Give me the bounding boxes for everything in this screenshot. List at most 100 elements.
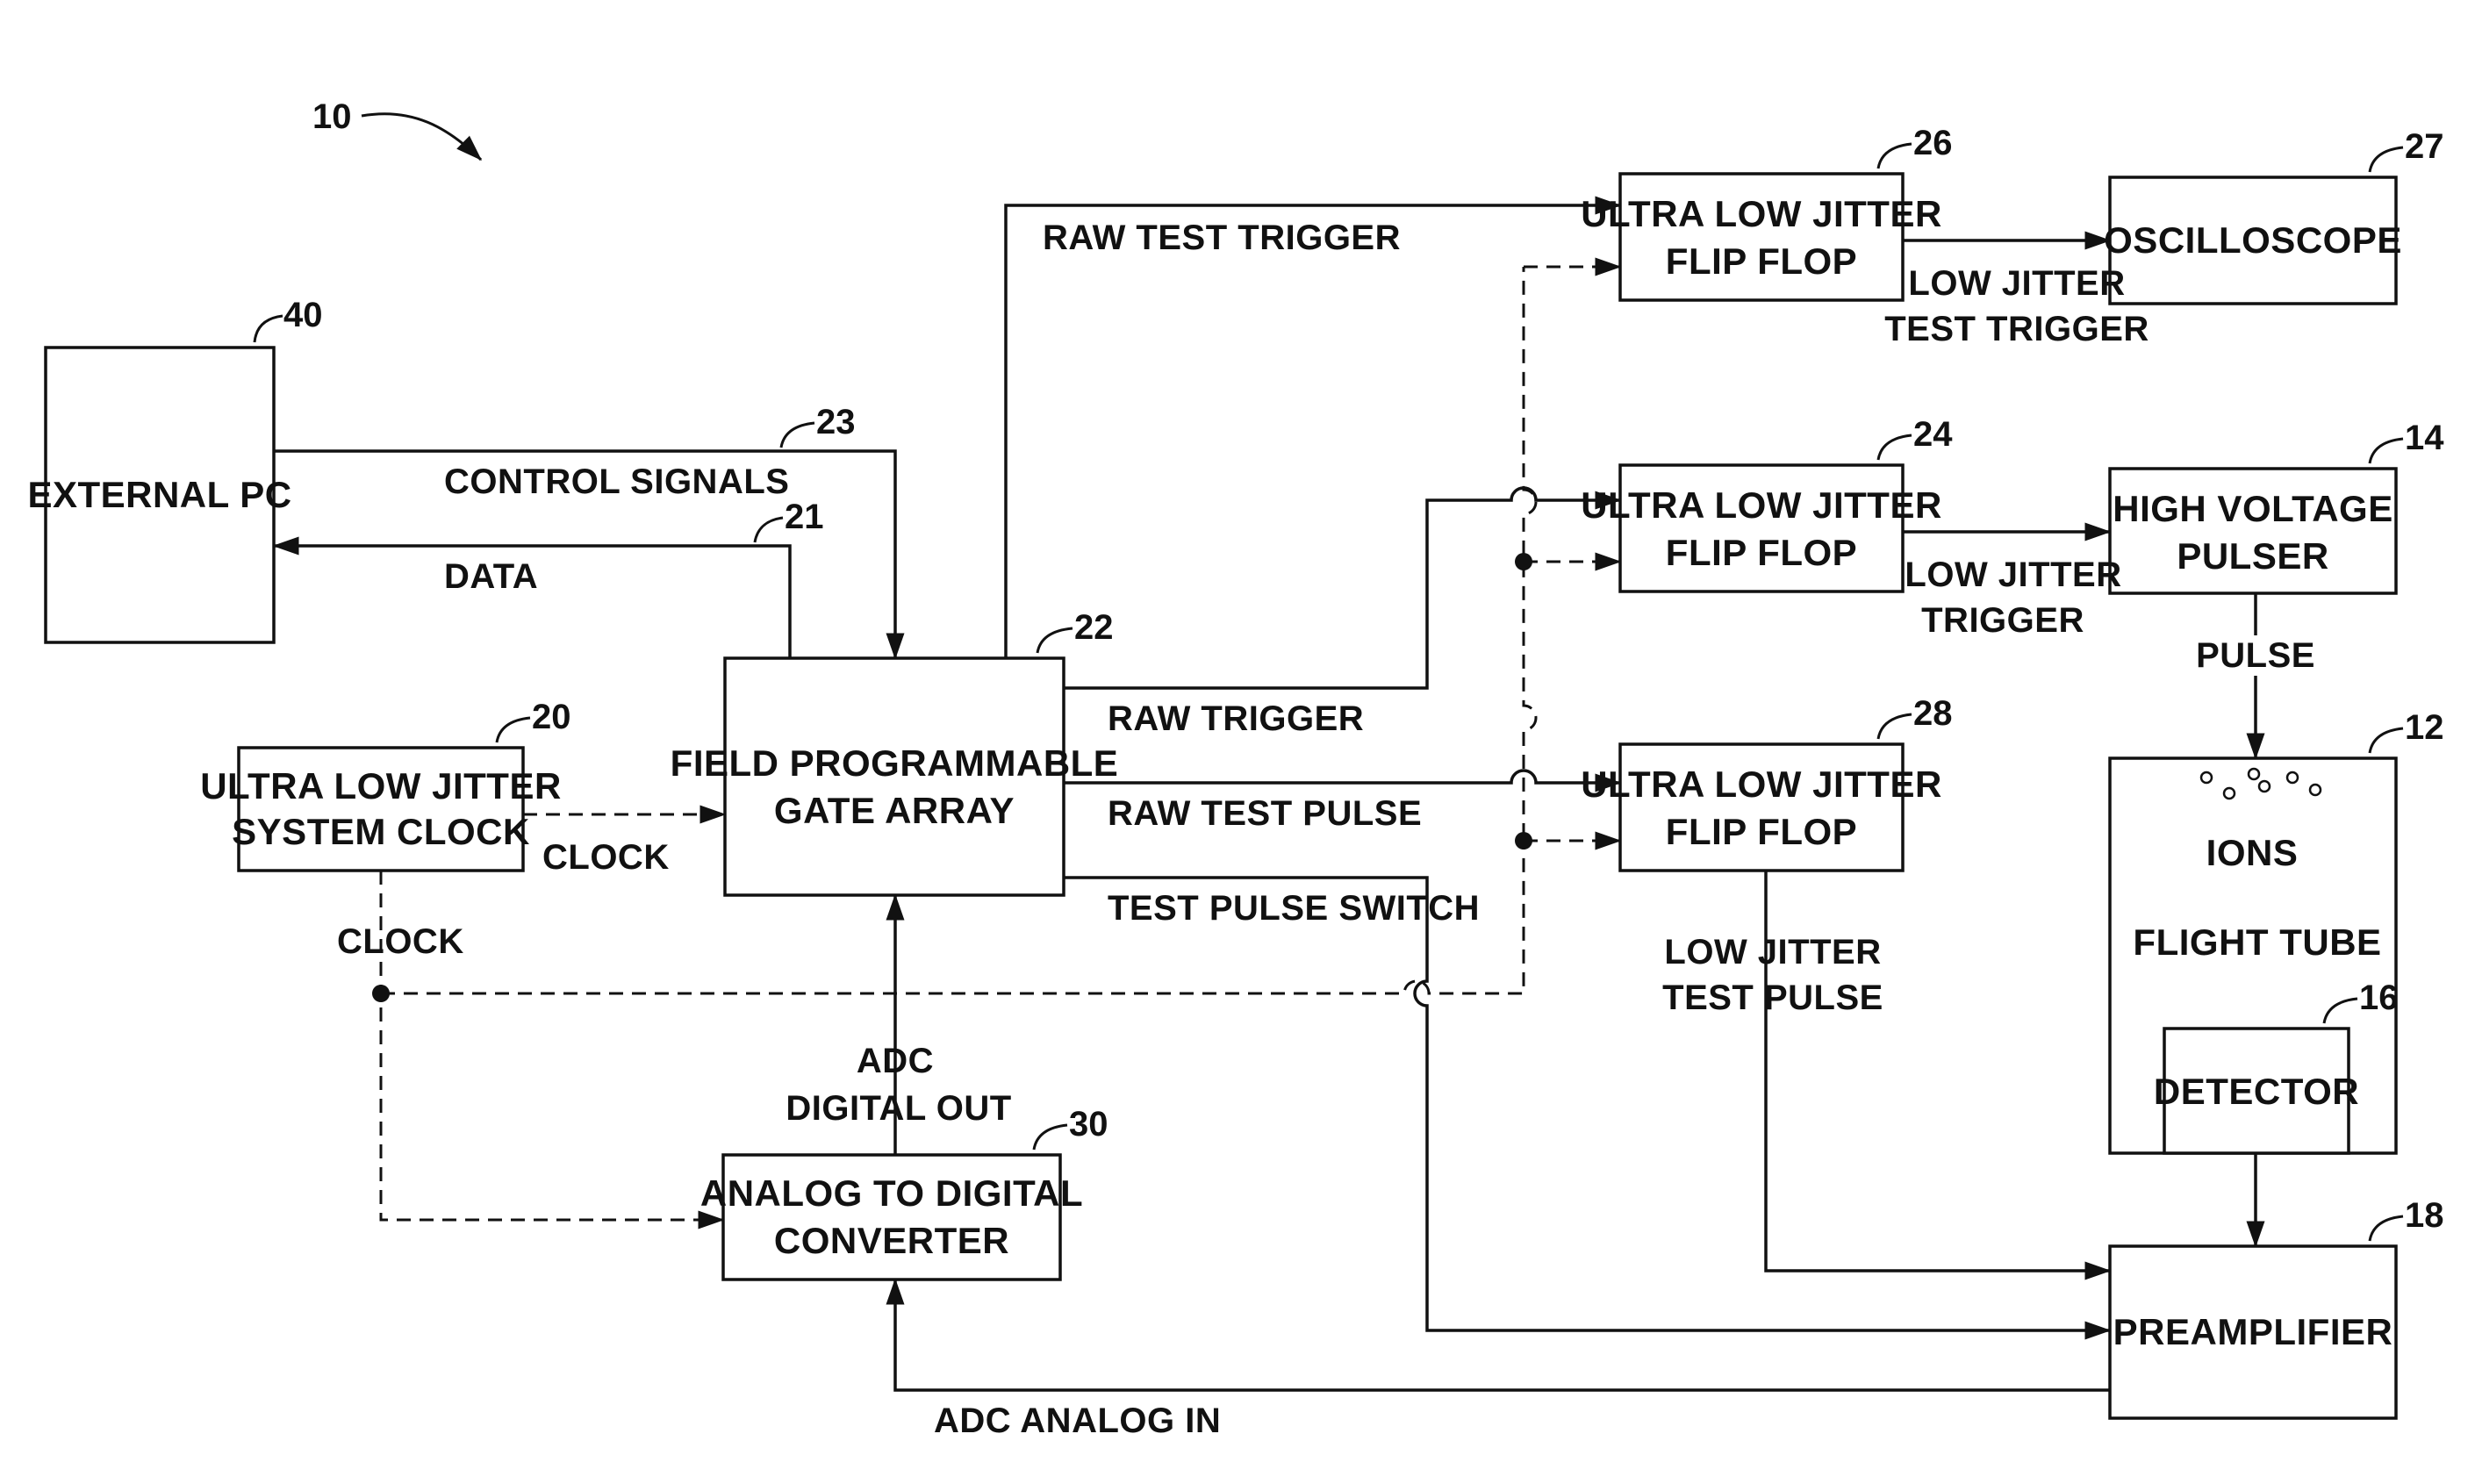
- preamplifier-ref: 18: [2405, 1196, 2444, 1235]
- figure-ref-arrow: [362, 114, 481, 160]
- flight-tube-block: IONS FLIGHT TUBE 12 DETECTOR 16: [2110, 708, 2444, 1153]
- raw-test-trigger-line: [1006, 205, 1620, 658]
- system-clock-block: ULTRA LOW JITTER SYSTEM CLOCK 20: [200, 698, 570, 871]
- control-signals-label: CONTROL SIGNALS: [444, 462, 789, 501]
- adc-analog-in-label: ADC ANALOG IN: [934, 1402, 1221, 1440]
- low-jitter-test-pulse-line: [1766, 871, 2110, 1271]
- system-clock-ref: 20: [532, 698, 571, 736]
- high-voltage-pulser-ref: 14: [2405, 419, 2444, 457]
- data-ref: 21: [785, 498, 824, 536]
- pulse-connection: PULSE: [2196, 593, 2315, 758]
- raw-trigger-line: [1064, 488, 1620, 688]
- low-jitter-test-trigger-label-line-1: LOW JITTER: [1908, 264, 2125, 303]
- flipflop-28-ref-leader: [1878, 714, 1912, 739]
- high-voltage-pulser-block: HIGH VOLTAGE PULSER 14: [2110, 419, 2444, 593]
- low-jitter-trigger-connection: LOW JITTER TRIGGER: [1903, 532, 2122, 640]
- low-jitter-test-pulse-connection: LOW JITTER TEST PULSE: [1662, 871, 2110, 1271]
- flipflop-26-label-line-1: ULTRA LOW JITTER: [1581, 193, 1942, 234]
- adc-analog-in-connection: ADC ANALOG IN: [895, 1280, 2110, 1440]
- high-voltage-pulser-label-line-1: HIGH VOLTAGE: [2113, 488, 2392, 529]
- clock-junction-dot: [372, 985, 390, 1002]
- raw-test-pulse-line: [1064, 771, 1620, 783]
- flipflop-28-label-line-1: ULTRA LOW JITTER: [1581, 764, 1942, 805]
- figure-ref-number: 10: [312, 97, 352, 136]
- low-jitter-test-pulse-label-line-2: TEST PULSE: [1662, 979, 1883, 1017]
- clock-to-fpga-label: CLOCK: [542, 838, 670, 877]
- flipflop-24-ref: 24: [1913, 415, 1953, 454]
- flipflop-24-ref-leader: [1878, 435, 1912, 460]
- clock-distribution-label: CLOCK: [337, 922, 464, 961]
- flight-tube-label: FLIGHT TUBE: [2133, 921, 2381, 963]
- flight-tube-ref-leader: [2370, 728, 2403, 753]
- oscilloscope-label: OSCILLOSCOPE: [2104, 219, 2402, 261]
- raw-test-pulse-label: RAW TEST PULSE: [1108, 794, 1422, 833]
- pulse-label: PULSE: [2196, 636, 2315, 675]
- adc-digital-out-label-line-2: DIGITAL OUT: [786, 1089, 1011, 1128]
- external-pc-ref: 40: [283, 296, 323, 334]
- flipflop-26-ref-leader: [1878, 144, 1912, 168]
- flipflop-24-label-line-1: ULTRA LOW JITTER: [1581, 484, 1942, 526]
- fpga-label-line-2: GATE ARRAY: [774, 790, 1015, 831]
- preamplifier-ref-leader: [2370, 1216, 2403, 1241]
- clock-junction-dot-28: [1515, 832, 1532, 850]
- flight-tube-ref: 12: [2405, 708, 2444, 747]
- system-clock-label-line-2: SYSTEM CLOCK: [232, 811, 530, 852]
- raw-test-trigger-label: RAW TEST TRIGGER: [1043, 219, 1401, 257]
- clock-vertical-line: [1524, 267, 1536, 837]
- fpga-label-line-1: FIELD PROGRAMMABLE: [671, 742, 1119, 784]
- control-signals-ref: 23: [816, 403, 856, 441]
- fpga-ref: 22: [1074, 608, 1114, 647]
- high-voltage-pulser-ref-leader: [2370, 439, 2403, 463]
- preamplifier-block: PREAMPLIFIER 18: [2110, 1196, 2444, 1418]
- clock-junction-dot-24: [1515, 553, 1532, 570]
- test-pulse-switch-connection: TEST PULSE SWITCH: [1064, 878, 2110, 1330]
- low-jitter-test-pulse-label-line-1: LOW JITTER: [1664, 933, 1881, 971]
- raw-trigger-connection: RAW TRIGGER: [1064, 488, 1620, 738]
- figure-reference: 10: [312, 97, 481, 160]
- oscilloscope-block: OSCILLOSCOPE 27: [2104, 127, 2443, 304]
- system-clock-label-line-1: ULTRA LOW JITTER: [200, 765, 562, 807]
- adc-ref: 30: [1069, 1105, 1108, 1143]
- adc-label-line-2: CONVERTER: [774, 1220, 1009, 1261]
- test-pulse-switch-label: TEST PULSE SWITCH: [1108, 889, 1480, 928]
- control-signals-ref-leader: [781, 423, 814, 448]
- flipflop-28-block: ULTRA LOW JITTER FLIP FLOP 28: [1581, 694, 1952, 871]
- raw-test-trigger-connection: RAW TEST TRIGGER: [1006, 205, 1620, 658]
- detector-ref: 16: [2359, 979, 2399, 1017]
- external-pc-label: EXTERNAL PC: [27, 474, 291, 515]
- flipflop-26-ref: 26: [1913, 124, 1953, 162]
- external-pc-block: EXTERNAL PC 40: [27, 296, 322, 642]
- adc-ref-leader: [1034, 1125, 1067, 1150]
- oscilloscope-ref: 27: [2405, 127, 2444, 166]
- flipflop-24-block: ULTRA LOW JITTER FLIP FLOP 24: [1581, 415, 1953, 591]
- adc-analog-in-line: [895, 1280, 2110, 1390]
- external-pc-ref-leader: [255, 316, 283, 342]
- preamplifier-label: PREAMPLIFIER: [2113, 1311, 2393, 1352]
- test-pulse-switch-line: [1064, 878, 2110, 1330]
- data-label: DATA: [444, 557, 538, 596]
- oscilloscope-ref-leader: [2370, 147, 2403, 172]
- flipflop-24-label-line-2: FLIP FLOP: [1666, 532, 1857, 573]
- flipflop-26-block: ULTRA LOW JITTER FLIP FLOP 26: [1581, 124, 1952, 300]
- data-connection: DATA 21: [274, 498, 824, 658]
- adc-block: ANALOG TO DIGITAL CONVERTER 30: [700, 1105, 1108, 1280]
- clock-to-fpga-connection: CLOCK: [523, 814, 725, 877]
- raw-trigger-label: RAW TRIGGER: [1108, 699, 1364, 738]
- raw-test-pulse-connection: RAW TEST PULSE: [1064, 771, 1620, 833]
- high-voltage-pulser-label-line-2: PULSER: [2177, 535, 2328, 577]
- adc-digital-out-label-line-1: ADC: [857, 1042, 934, 1080]
- flipflop-28-ref: 28: [1913, 694, 1953, 733]
- low-jitter-test-trigger-label-line-2: TEST TRIGGER: [1884, 310, 2149, 348]
- adc-digital-out-connection: ADC DIGITAL OUT: [786, 895, 1011, 1155]
- low-jitter-trigger-label-line-1: LOW JITTER: [1905, 556, 2121, 594]
- low-jitter-trigger-label-line-2: TRIGGER: [1921, 601, 2084, 640]
- adc-label-line-1: ANALOG TO DIGITAL: [700, 1172, 1083, 1214]
- ions-label: IONS: [2206, 832, 2299, 873]
- detector-label: DETECTOR: [2154, 1071, 2359, 1112]
- fpga-ref-leader: [1037, 628, 1072, 653]
- data-ref-leader: [755, 518, 783, 542]
- flipflop-28-label-line-2: FLIP FLOP: [1666, 811, 1857, 852]
- flipflop-26-label-line-2: FLIP FLOP: [1666, 240, 1857, 282]
- system-clock-ref-leader: [497, 718, 530, 742]
